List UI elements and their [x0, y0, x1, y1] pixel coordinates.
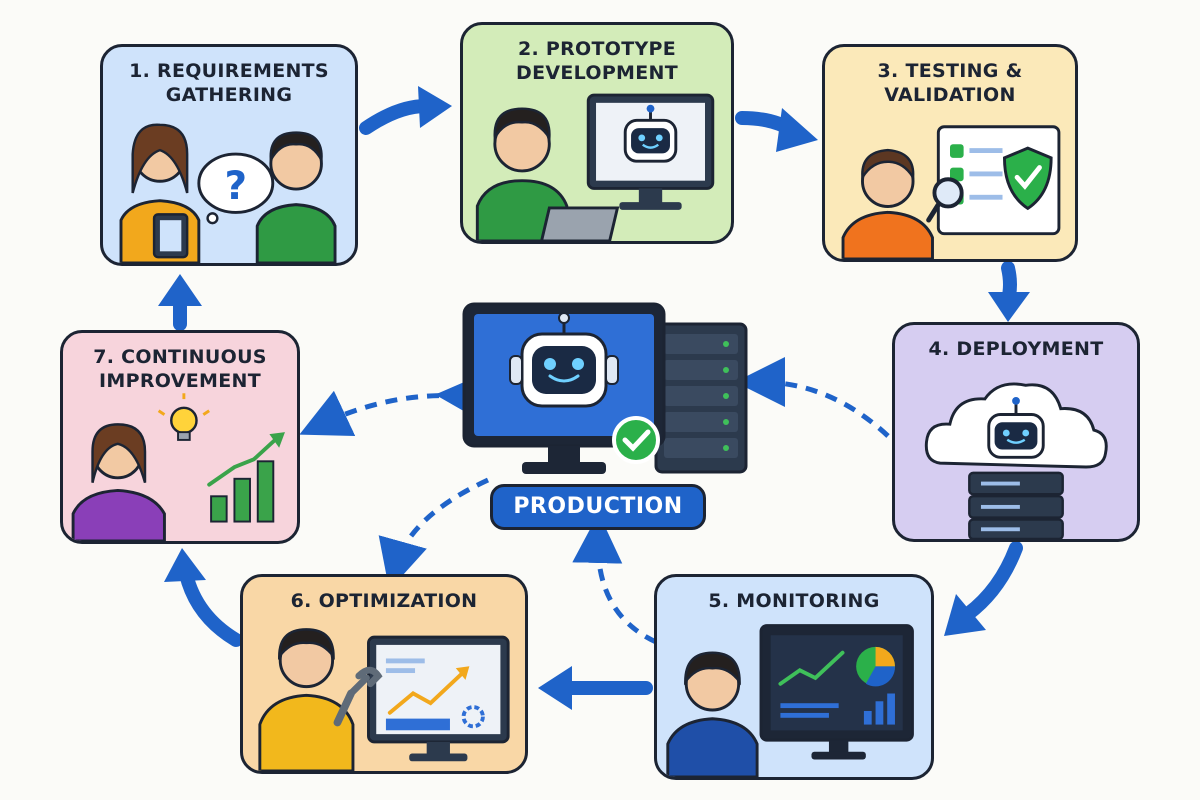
dashed-link-monitoring-production [572, 513, 658, 645]
stage-card-optimization: 6. OPTIMIZATION [240, 574, 528, 774]
arrow-improvement-to-requirements [158, 274, 202, 331]
dashed-link-deployment-production [735, 357, 890, 438]
robot-monitor-icon [475, 93, 715, 241]
stage-title: 3. TESTING & VALIDATION [877, 60, 1023, 106]
arrow-monitoring-to-optimization [538, 666, 653, 710]
lightbulb-growth-icon [71, 393, 285, 541]
stage-card-prototype: 2. PROTOTYPE DEVELOPMENT [460, 22, 734, 244]
dashboard-chart-icon [666, 624, 914, 777]
dashed-link-production-optimization [378, 477, 490, 591]
question-thought-bubble-icon: ? [119, 123, 337, 263]
stage-card-deployment: 4. DEPLOYMENT [892, 322, 1140, 542]
shield-check-icon [841, 125, 1061, 259]
arrow-optimization-to-improvement [164, 548, 243, 647]
cloud-robot-icon [924, 382, 1108, 539]
stage-title: 5. MONITORING [708, 590, 880, 612]
stage-card-requirements: ? 1. REQUIREMENTS GATHERING [100, 44, 358, 266]
production-label: PRODUCTION [490, 484, 706, 530]
arrow-deployment-to-monitoring [944, 541, 1023, 636]
stage-title: 6. OPTIMIZATION [290, 590, 478, 612]
stage-title: 1. REQUIREMENTS GATHERING [129, 60, 329, 106]
arrow-requirements-to-prototype [359, 86, 452, 135]
stage-title: 4. DEPLOYMENT [928, 338, 1104, 360]
arrow-testing-to-deployment [988, 261, 1030, 322]
robot-server-check-icon [462, 302, 748, 474]
stage-card-testing: 3. TESTING & VALIDATION [822, 44, 1078, 262]
stage-title: 2. PROTOTYPE DEVELOPMENT [516, 38, 678, 84]
svg-text:?: ? [225, 164, 248, 209]
stage-title: 7. CONTINUOUS IMPROVEMENT [93, 346, 267, 392]
dashed-link-production-improvement [299, 372, 487, 436]
wrench-gear-icon [258, 628, 510, 771]
arrow-prototype-to-testing [735, 108, 818, 152]
stage-card-monitoring: 5. MONITORING [654, 574, 934, 780]
stage-card-improvement: 7. CONTINUOUS IMPROVEMENT [60, 330, 300, 544]
